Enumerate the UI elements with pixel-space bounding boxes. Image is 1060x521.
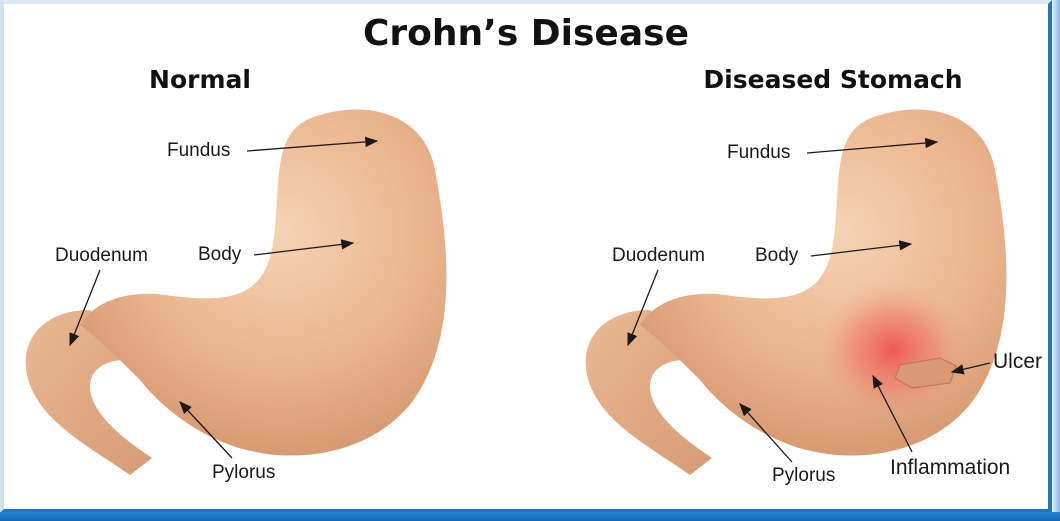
diseased-body-label: Body: [755, 245, 799, 266]
diseased-heading: Diseased Stomach: [703, 65, 962, 94]
normal-fundus-label: Fundus: [167, 140, 230, 161]
normal-stomach-shape: [80, 110, 446, 456]
normal-pylorus-label: Pylorus: [212, 462, 275, 483]
diseased-panel: Diseased Stomach Fundus Body Duodenum Py…: [586, 65, 1042, 486]
crohns-diagram: Crohn’s Disease Normal Fundus Body Duode…: [0, 0, 1052, 512]
normal-heading: Normal: [149, 65, 251, 94]
normal-body-label: Body: [198, 244, 242, 265]
inflammation-label: Inflammation: [890, 456, 1010, 479]
diseased-pylorus-label: Pylorus: [772, 465, 835, 486]
ulcer-label: Ulcer: [993, 350, 1042, 373]
frame-bottom-edge: [0, 512, 1060, 521]
diseased-stomach-shape: [640, 110, 1006, 456]
diseased-duodenum-label: Duodenum: [612, 245, 705, 266]
normal-panel: Normal Fundus Body Duodenum Pylorus: [26, 65, 447, 483]
diagram-title: Crohn’s Disease: [363, 13, 689, 54]
inflammation-area: [818, 282, 968, 418]
normal-duodenum-label: Duodenum: [55, 245, 148, 266]
diseased-fundus-label: Fundus: [727, 142, 790, 163]
frame-right-edge: [1052, 0, 1060, 521]
